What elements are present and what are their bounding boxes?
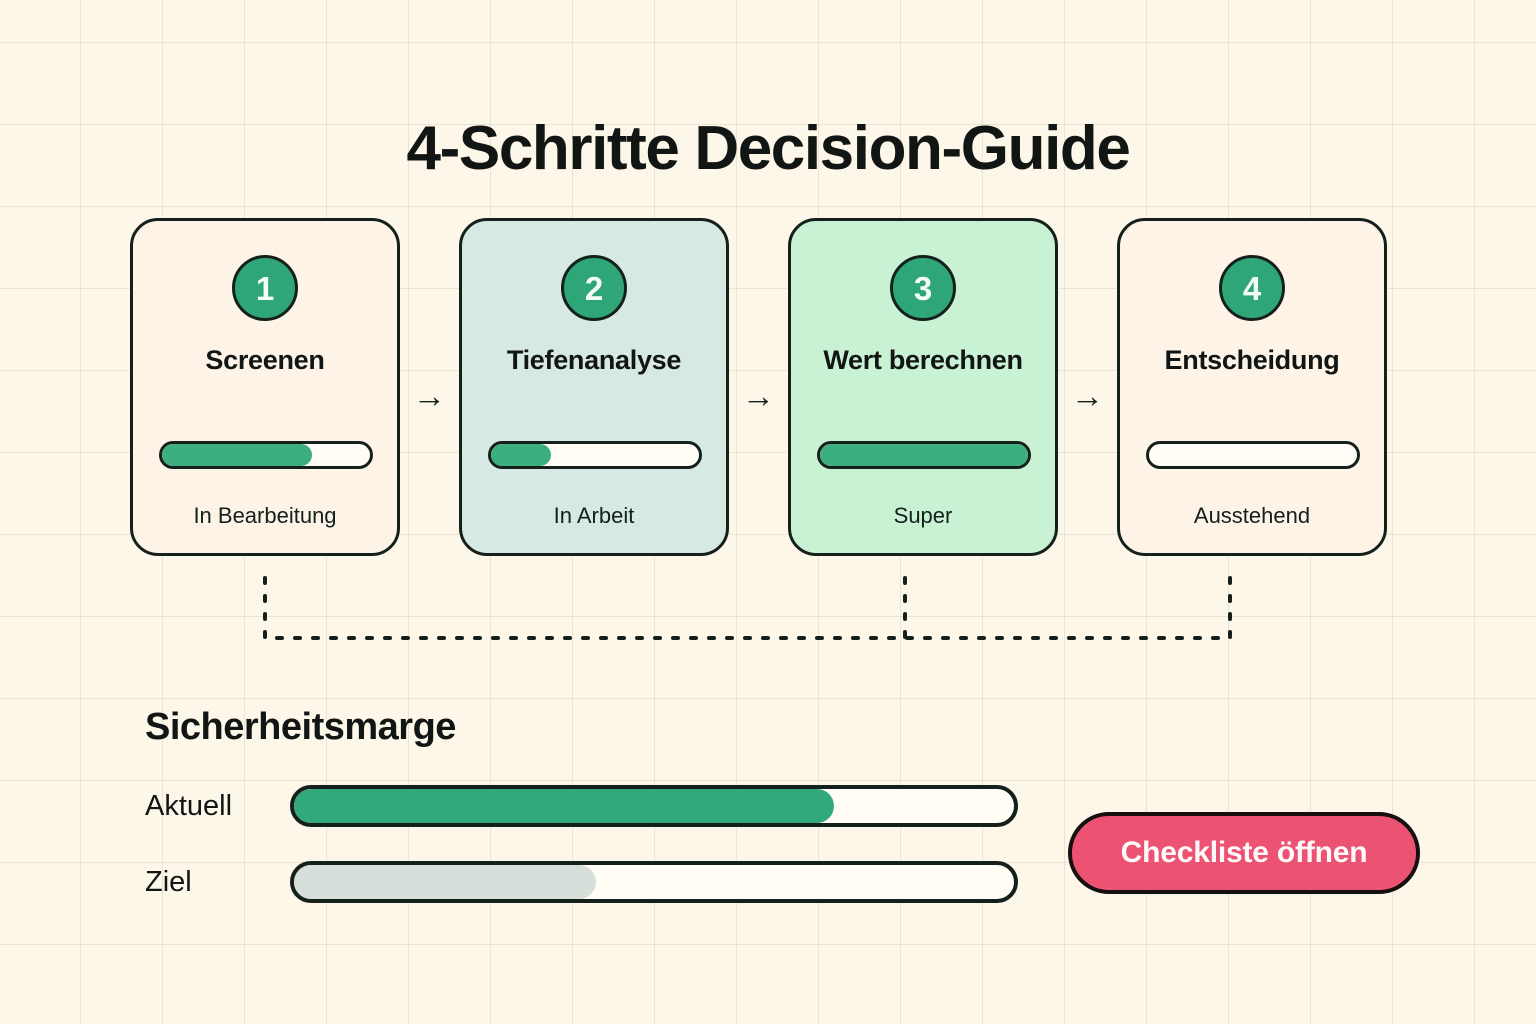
step-number-badge-2: 2	[561, 255, 627, 321]
step-progress-track-1	[159, 441, 373, 469]
step-title-3: Wert berechnen	[823, 345, 1023, 375]
page-title: 4-Schritte Decision-Guide	[406, 113, 1131, 183]
step-progress-fill-2	[491, 444, 552, 466]
step-status-4: Ausstehend	[1193, 503, 1311, 528]
step-progress-track-4	[1146, 441, 1360, 469]
margin-fill-target	[294, 865, 597, 899]
margin-track-target[interactable]	[290, 861, 1018, 903]
step-card-4[interactable]: 4 Entscheidung Ausstehend	[1117, 218, 1387, 556]
arrow-right-icon-1: →	[413, 377, 446, 414]
margin-row-current: Aktuell	[145, 783, 1045, 829]
step-progress-fill-3	[820, 444, 1028, 466]
margin-label-current: Aktuell	[145, 789, 233, 822]
step-card-3[interactable]: 3 Wert berechnen Super	[788, 218, 1058, 556]
step-title-1: Screenen	[205, 345, 325, 375]
step-status-2: In Arbeit	[553, 503, 635, 528]
step-status-1: In Bearbeitung	[193, 503, 337, 528]
step-status-3: Super	[893, 503, 953, 528]
open-checklist-button[interactable]: Checkliste öffnen	[1068, 812, 1420, 894]
step-progress-track-3	[817, 441, 1031, 469]
step-title-4: Entscheidung	[1164, 345, 1340, 375]
step-progress-fill-1	[162, 444, 312, 466]
step-card-1[interactable]: 1 Screenen In Bearbeitung	[130, 218, 400, 556]
step-progress-track-2	[488, 441, 702, 469]
step-card-2[interactable]: 2 Tiefenanalyse In Arbeit	[459, 218, 729, 556]
margin-label-target: Ziel	[145, 865, 192, 898]
margin-fill-current	[294, 789, 834, 823]
step-number-badge-3: 3	[890, 255, 956, 321]
step-number-badge-1: 1	[232, 255, 298, 321]
safety-margin-heading: Sicherheitsmarge	[145, 706, 456, 748]
margin-row-target: Ziel	[145, 859, 1045, 905]
dotted-connector-bracket	[263, 576, 1232, 640]
safety-margin-section: Sicherheitsmarge Aktuell Ziel	[145, 706, 1045, 935]
arrow-right-icon-3: →	[1071, 377, 1104, 414]
arrow-right-icon-2: →	[742, 377, 775, 414]
steps-row: 1 Screenen In Bearbeitung → 2 Tiefenanal…	[130, 218, 1387, 558]
margin-track-current[interactable]	[290, 785, 1018, 827]
step-number-badge-4: 4	[1219, 255, 1285, 321]
step-title-2: Tiefenanalyse	[506, 345, 682, 375]
